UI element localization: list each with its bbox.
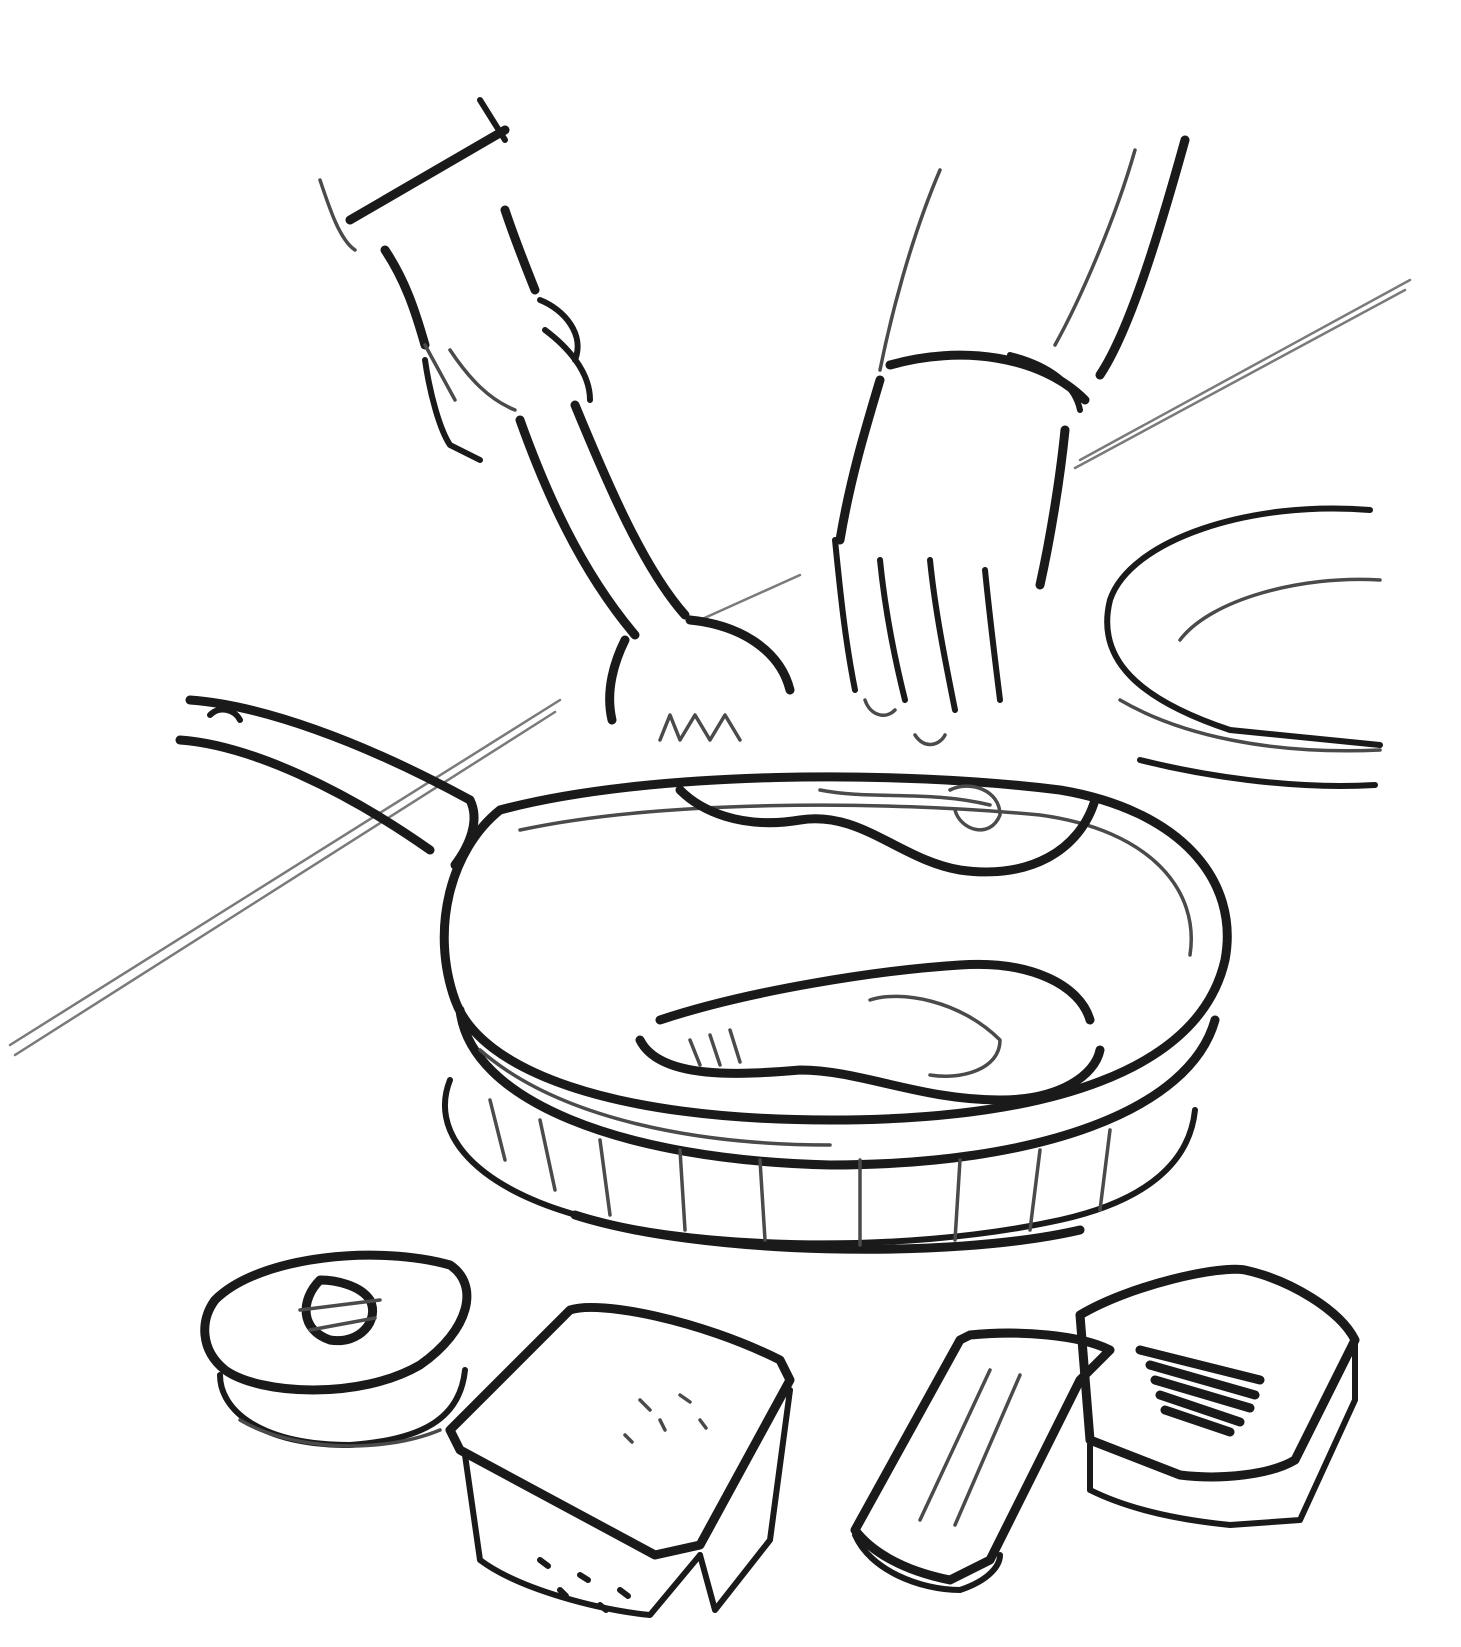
- glass-dish: [850, 1328, 1115, 1593]
- container-with-stripes: [1075, 1264, 1360, 1528]
- trivet-under-pan: [442, 1077, 1198, 1254]
- hand-holding-spatula: [318, 97, 795, 742]
- hand-gripping-pan: [832, 135, 1190, 747]
- round-jar: [200, 1250, 472, 1448]
- plate-right: [1104, 505, 1383, 789]
- frying-pan-with-food: [175, 695, 1232, 1170]
- countertop-edge: [8, 278, 1412, 1057]
- container-with-seasoning: [445, 1303, 795, 1618]
